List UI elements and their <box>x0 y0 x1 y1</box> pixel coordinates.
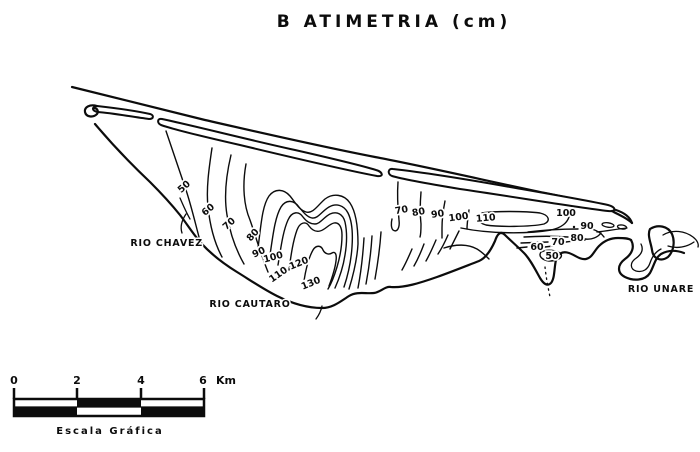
dotted-boundary <box>544 266 551 298</box>
unare-channel-outer <box>617 238 686 281</box>
rio-chavez-stream <box>179 197 191 234</box>
contour-120 <box>288 222 343 290</box>
contour-80 <box>243 163 269 273</box>
scale-seg-bottom-1 <box>14 407 77 416</box>
hatch-3 <box>425 239 437 262</box>
scale-seg-top-3 <box>141 399 204 407</box>
rio-cautaro-stream <box>315 305 323 320</box>
barrier-islands-group <box>83 104 616 213</box>
hatch-4 <box>437 234 449 255</box>
contour-label-110w: 110 <box>267 265 290 286</box>
scale-seg-top-1 <box>14 399 77 407</box>
shore-double-line <box>443 244 490 260</box>
contour-70-north <box>390 181 400 232</box>
contour-label-100e: 100 <box>556 208 576 219</box>
lagoon-shoreline <box>93 122 633 310</box>
barrier-island-west <box>92 104 154 121</box>
scale-seg-bottom-2 <box>77 407 141 416</box>
contour-100-north <box>466 209 470 230</box>
contour-label-60w: 60 <box>200 201 217 218</box>
contour-label-90n: 90 <box>430 208 445 221</box>
unare-channel-inner <box>630 243 662 273</box>
delta-spit-line-2 <box>667 241 695 249</box>
delta-lobe <box>647 225 675 261</box>
barrier-island-middle <box>157 117 383 178</box>
contour-label-70w: 70 <box>221 215 238 232</box>
contour-label-110n: 110 <box>475 212 496 225</box>
contour-50 <box>165 130 200 238</box>
southeast-hatch-group <box>401 230 490 271</box>
hatch-2 <box>413 243 425 267</box>
contour-label-100w: 100 <box>262 250 284 266</box>
inlet-inner-line <box>596 227 628 233</box>
delta-spit-line <box>662 230 699 248</box>
scale-seg-top-2 <box>77 399 141 407</box>
scale-unit-label: Km <box>216 374 236 387</box>
east-contours-group <box>516 225 605 262</box>
lagoon-shore-group <box>93 122 633 320</box>
contour-110 <box>277 212 348 289</box>
rio-chavez-label: RIO CHAVEZ <box>130 238 203 249</box>
inlet-islet-west <box>601 222 615 228</box>
contour-label-60e: 60 <box>530 242 544 253</box>
barrier-island-east <box>387 167 616 213</box>
contour-110-oval <box>477 210 549 228</box>
contour-label-70e: 70 <box>551 237 565 248</box>
contour-80-east <box>523 232 602 240</box>
contour-100 <box>269 200 354 288</box>
contour-50-east-closed <box>539 249 563 262</box>
river-labels-group: RIO CHAVEZ RIO CAUTARO RIO UNARE <box>129 237 695 312</box>
contour-label-100n: 100 <box>448 211 470 225</box>
contour-label-50w: 50 <box>176 178 193 195</box>
rio-cautaro-label: RIO CAUTARO <box>209 299 290 310</box>
scale-caption: Escala Gráfica <box>56 425 163 437</box>
inlet-inner-shore <box>610 209 634 225</box>
contour-flank-1 <box>357 237 365 289</box>
scale-tick-label-4: 4 <box>137 374 145 387</box>
contour-flank-2 <box>365 235 373 285</box>
contour-label-90e: 90 <box>580 221 594 232</box>
contour-60-east <box>516 245 554 249</box>
contour-70-east <box>520 239 586 244</box>
hatch-5 <box>449 230 460 250</box>
scale-tick-label-6: 6 <box>199 374 207 387</box>
barrier-west-hook <box>83 104 99 118</box>
contour-label-130w: 130 <box>300 275 323 293</box>
hatch-1 <box>401 248 413 271</box>
contour-90-north <box>441 200 446 239</box>
scale-tick-label-0: 0 <box>10 374 18 387</box>
contour-60 <box>206 147 223 258</box>
scale-seg-bottom-3 <box>141 407 204 416</box>
contour-label-70n: 70 <box>394 204 409 217</box>
contour-label-80n: 80 <box>411 206 426 219</box>
speck-dot <box>572 225 576 229</box>
figure-title: B ATIMETRIA (cm) <box>277 12 512 32</box>
unare-delta-group <box>544 209 699 298</box>
contour-130 <box>303 245 337 287</box>
contour-label-50e: 50 <box>545 251 559 262</box>
contour-flank-3 <box>374 231 382 280</box>
contour-90 <box>257 189 359 290</box>
contour-label-80e: 80 <box>570 233 584 244</box>
contour-70 <box>224 154 245 265</box>
contour-90-east <box>527 228 605 238</box>
scale-tick-label-2: 2 <box>73 374 81 387</box>
west-contours-group <box>165 130 382 290</box>
contour-80-north <box>419 191 422 238</box>
scale-bar: 0 2 4 6 Km Escala Gráfica <box>10 374 236 437</box>
rio-unare-label: RIO UNARE <box>628 284 694 295</box>
